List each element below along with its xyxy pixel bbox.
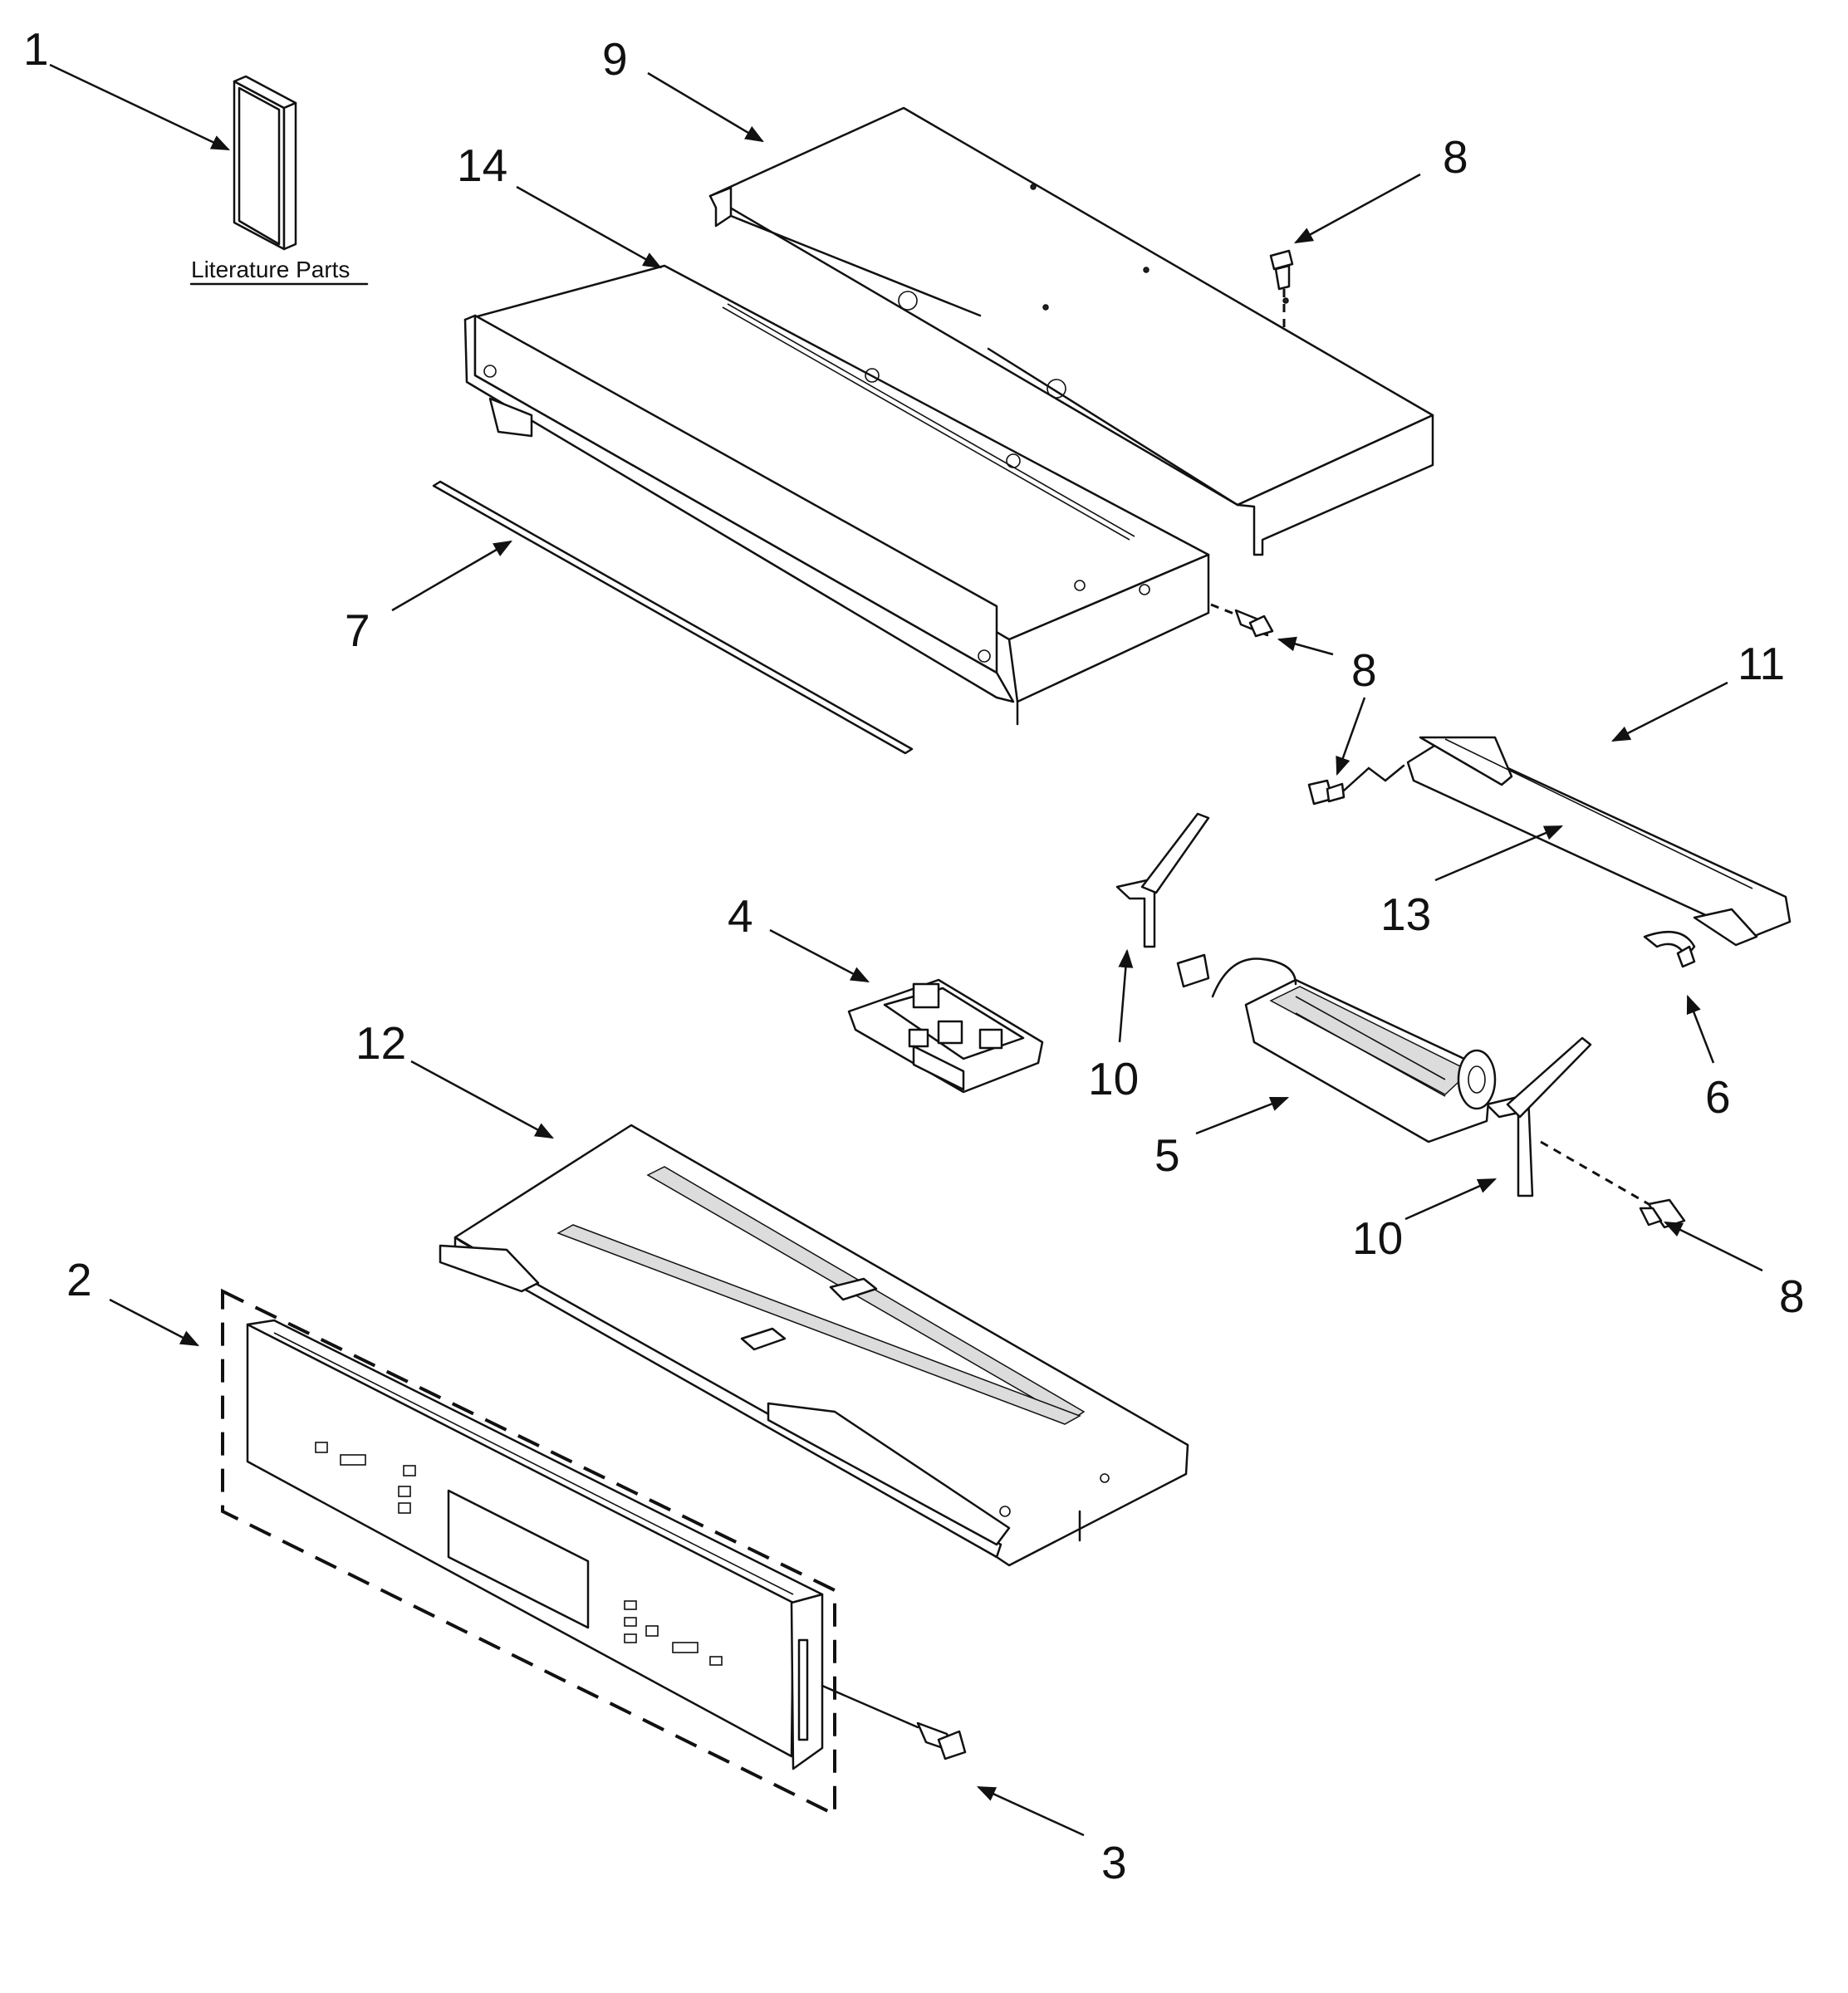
callout-labels: 1 9 14 8 7 8 11 13 4 10 6 12 5 10 8 2 3 [23, 23, 1805, 1888]
callout-leaders [49, 63, 1763, 1837]
callout-7: 7 [345, 605, 370, 656]
fan-bracket-left [1115, 812, 1210, 948]
callout-13: 13 [1380, 889, 1431, 940]
callout-8-bottom: 8 [1779, 1271, 1805, 1322]
callout-9: 9 [602, 33, 628, 85]
wire-clip [1643, 930, 1696, 968]
callout-8-middle: 8 [1351, 644, 1377, 696]
top-cover-panel [708, 106, 1434, 556]
screw-fan-bracket [1540, 1140, 1686, 1229]
mounting-rail [1406, 736, 1792, 947]
control-board [847, 978, 1044, 1094]
screw-top [1269, 249, 1294, 328]
callout-6: 6 [1705, 1071, 1731, 1123]
control-box-chassis [463, 264, 1210, 726]
screw-chassis [1210, 603, 1274, 638]
callout-11: 11 [1738, 638, 1785, 689]
callout-10-left: 10 [1088, 1053, 1139, 1104]
callout-12: 12 [355, 1017, 406, 1069]
screw-bracket [1307, 764, 1405, 806]
callout-4: 4 [728, 890, 753, 942]
panel-screw [916, 1721, 967, 1760]
trim-strip [432, 480, 914, 755]
callout-14: 14 [457, 140, 507, 191]
control-panel-assembly [221, 1288, 919, 1818]
callout-2: 2 [66, 1254, 92, 1305]
callout-3: 3 [1101, 1837, 1127, 1888]
callout-5: 5 [1154, 1129, 1180, 1181]
literature-parts-booklet: Literature Parts [189, 75, 369, 286]
cross-flow-fan [1176, 953, 1497, 1143]
callout-8-top: 8 [1443, 131, 1468, 183]
fan-bracket-right [1485, 1036, 1592, 1197]
bottom-panel [439, 1124, 1189, 1567]
callout-1: 1 [23, 23, 49, 75]
callout-10-right: 10 [1352, 1212, 1403, 1264]
literature-parts-label: Literature Parts [191, 257, 350, 282]
